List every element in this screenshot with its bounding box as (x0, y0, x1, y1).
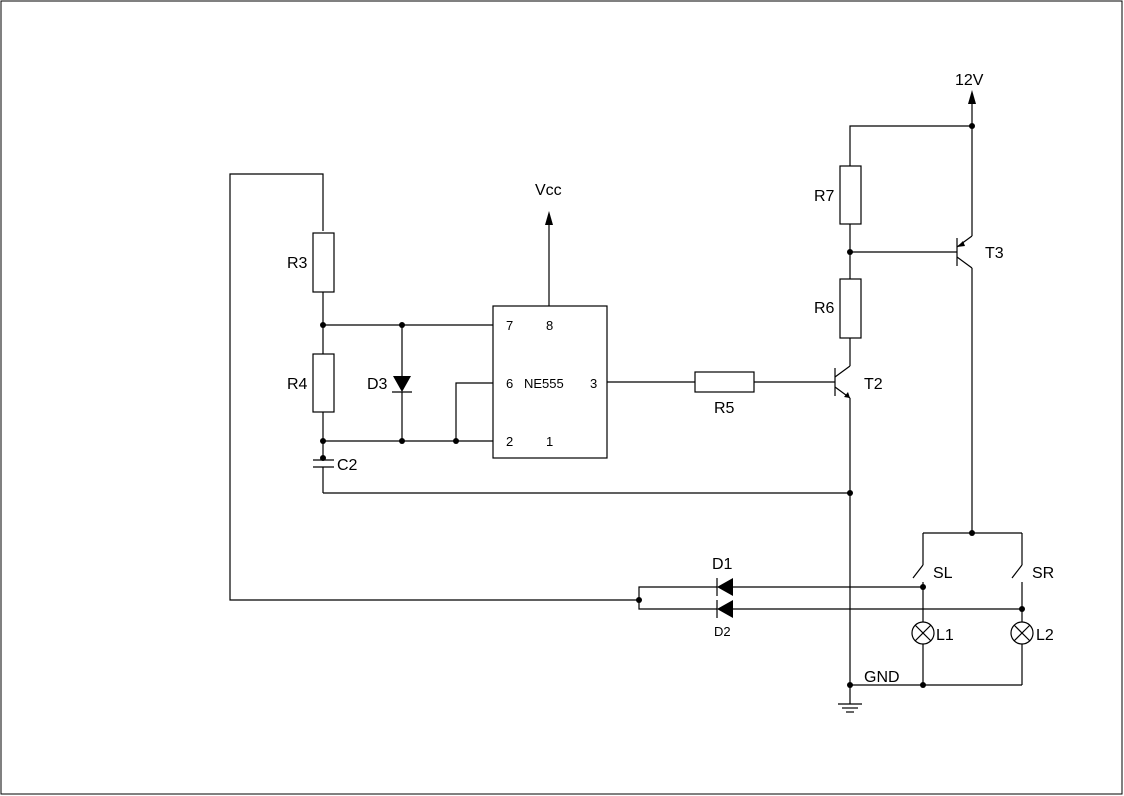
r6-label: R6 (814, 300, 835, 317)
pin-2-label: 2 (506, 434, 513, 449)
r4-label: R4 (287, 376, 308, 393)
switch-sr: SR (1011, 533, 1054, 622)
pin-8-label: 8 (546, 318, 553, 333)
t3-label: T3 (985, 245, 1004, 262)
sl-label: SL (933, 565, 953, 582)
l2-label: L2 (1036, 627, 1054, 644)
ic-name-label: NE555 (524, 376, 564, 391)
t2-label: T2 (864, 376, 883, 393)
junction-dot (320, 322, 326, 328)
diode-d2: D2 (638, 600, 1022, 639)
supply-12v: 12V (955, 72, 984, 126)
ground-symbol (838, 703, 862, 713)
capacitor-c2: C2 (313, 457, 850, 494)
junction-dot (399, 438, 405, 444)
l1-label: L1 (936, 627, 954, 644)
resistor-r7: R7 (814, 125, 972, 252)
d2-label: D2 (714, 624, 731, 639)
r3-label: R3 (287, 255, 308, 272)
diode-d1: D1 (638, 556, 923, 600)
pin-1-label: 1 (546, 434, 553, 449)
lamp-l1: L1 (911, 621, 954, 685)
junction-dot (847, 682, 853, 688)
lamp-l2: L2 (1010, 621, 1054, 685)
junction-dot (920, 682, 926, 688)
ne555-ic: 7 8 6 NE555 3 2 1 (492, 305, 608, 459)
junction-dot (453, 438, 459, 444)
junction-dot (636, 597, 642, 603)
junction-dot (1019, 606, 1025, 612)
c2-label: C2 (337, 457, 358, 474)
feedback-wire (229, 173, 639, 601)
junction-dot (320, 438, 326, 444)
junction-dot (920, 584, 926, 590)
diode-d3: D3 (367, 325, 412, 441)
supply-12v-label: 12V (955, 72, 984, 89)
r7-label: R7 (814, 188, 835, 205)
junction-dot (969, 530, 975, 536)
r5-label: R5 (714, 400, 735, 417)
resistor-r4: R4 (287, 353, 335, 458)
junction-dot (969, 123, 975, 129)
transistor-t2: T2 (834, 338, 883, 704)
resistor-r5: R5 (694, 371, 835, 417)
transistor-t3: T3 (956, 126, 1004, 533)
pin-6-label: 6 (506, 376, 513, 391)
pin-3-label: 3 (590, 376, 597, 391)
vcc-label: Vcc (535, 182, 562, 199)
d1-label: D1 (712, 556, 733, 573)
gnd-label: GND (864, 669, 900, 686)
junction-dot (847, 490, 853, 496)
vcc-supply: Vcc (535, 182, 562, 306)
pin-7-label: 7 (506, 318, 513, 333)
junction-dot (320, 455, 326, 461)
resistor-r3: R3 (287, 232, 335, 354)
sr-label: SR (1032, 565, 1054, 582)
junction-dot (399, 322, 405, 328)
resistor-r6: R6 (814, 252, 862, 339)
d3-label: D3 (367, 376, 388, 393)
